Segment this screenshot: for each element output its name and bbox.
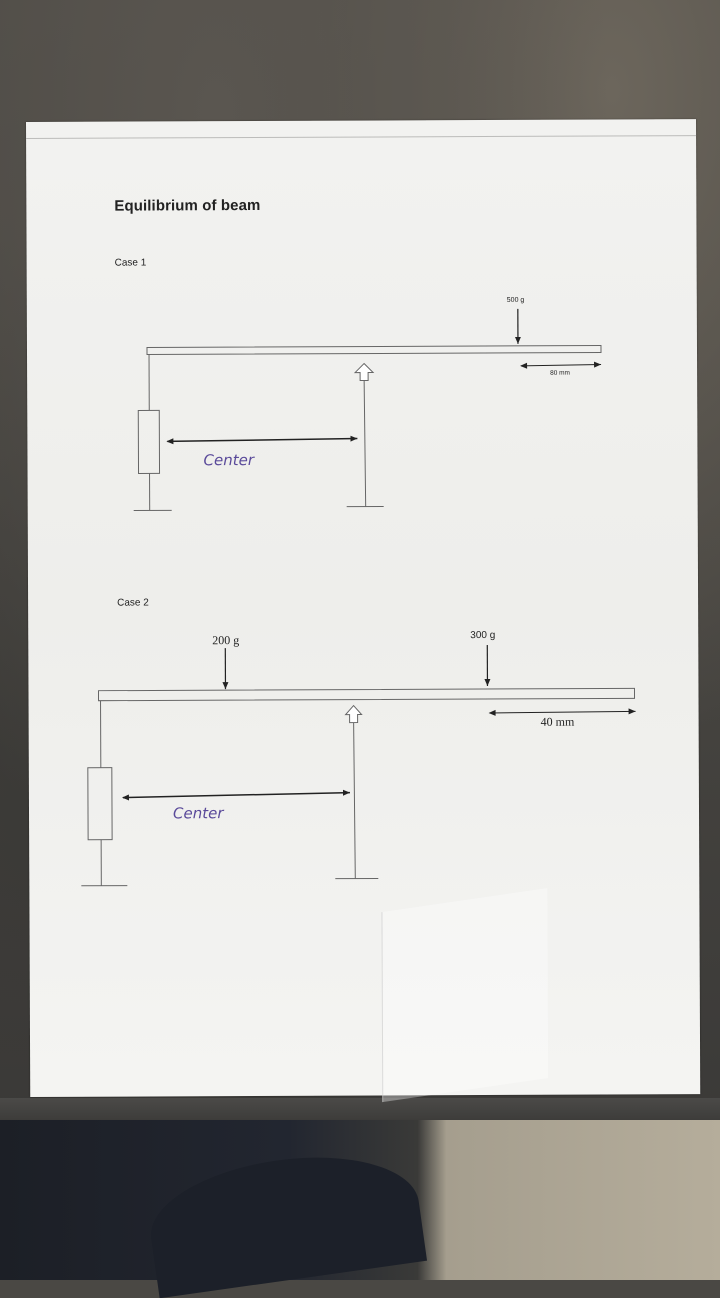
case-1-load-label: 500 g (507, 297, 525, 304)
worksheet-paper: Equilibrium of beam Case 1 Case 2 (26, 119, 700, 1097)
case-2-40mm-dimension (490, 711, 636, 713)
beam-diagrams: 500 g 80 mm Center 200 g 300 g 40 m (26, 119, 700, 1097)
case-2-dimension-label: 40 mm (541, 715, 575, 729)
clear-tape (381, 888, 548, 1102)
case-2-load2-label: 300 g (470, 630, 495, 641)
case-2-center-dimension (123, 793, 350, 798)
case-2-pivot-arrow (346, 706, 362, 723)
case-1-beam (147, 345, 601, 354)
case-1-handwritten-center: Center (203, 451, 254, 469)
case-2-beam (98, 688, 634, 700)
case-2-handwritten-center: Center (173, 804, 224, 822)
case-2-spring-scale (88, 768, 112, 840)
case-2-load1-label: 200 g (212, 633, 239, 647)
case-1-dimension-label: 80 mm (550, 370, 570, 377)
case-1-80mm-dimension (521, 364, 601, 365)
case-1-diagram: 500 g 80 mm Center (133, 296, 602, 510)
case-1-center-dimension (167, 439, 357, 442)
case-1-spring-scale (138, 410, 159, 473)
case-1-pivot-arrow (355, 363, 373, 380)
case-2-diagram: 200 g 300 g 40 mm Center (80, 629, 636, 885)
